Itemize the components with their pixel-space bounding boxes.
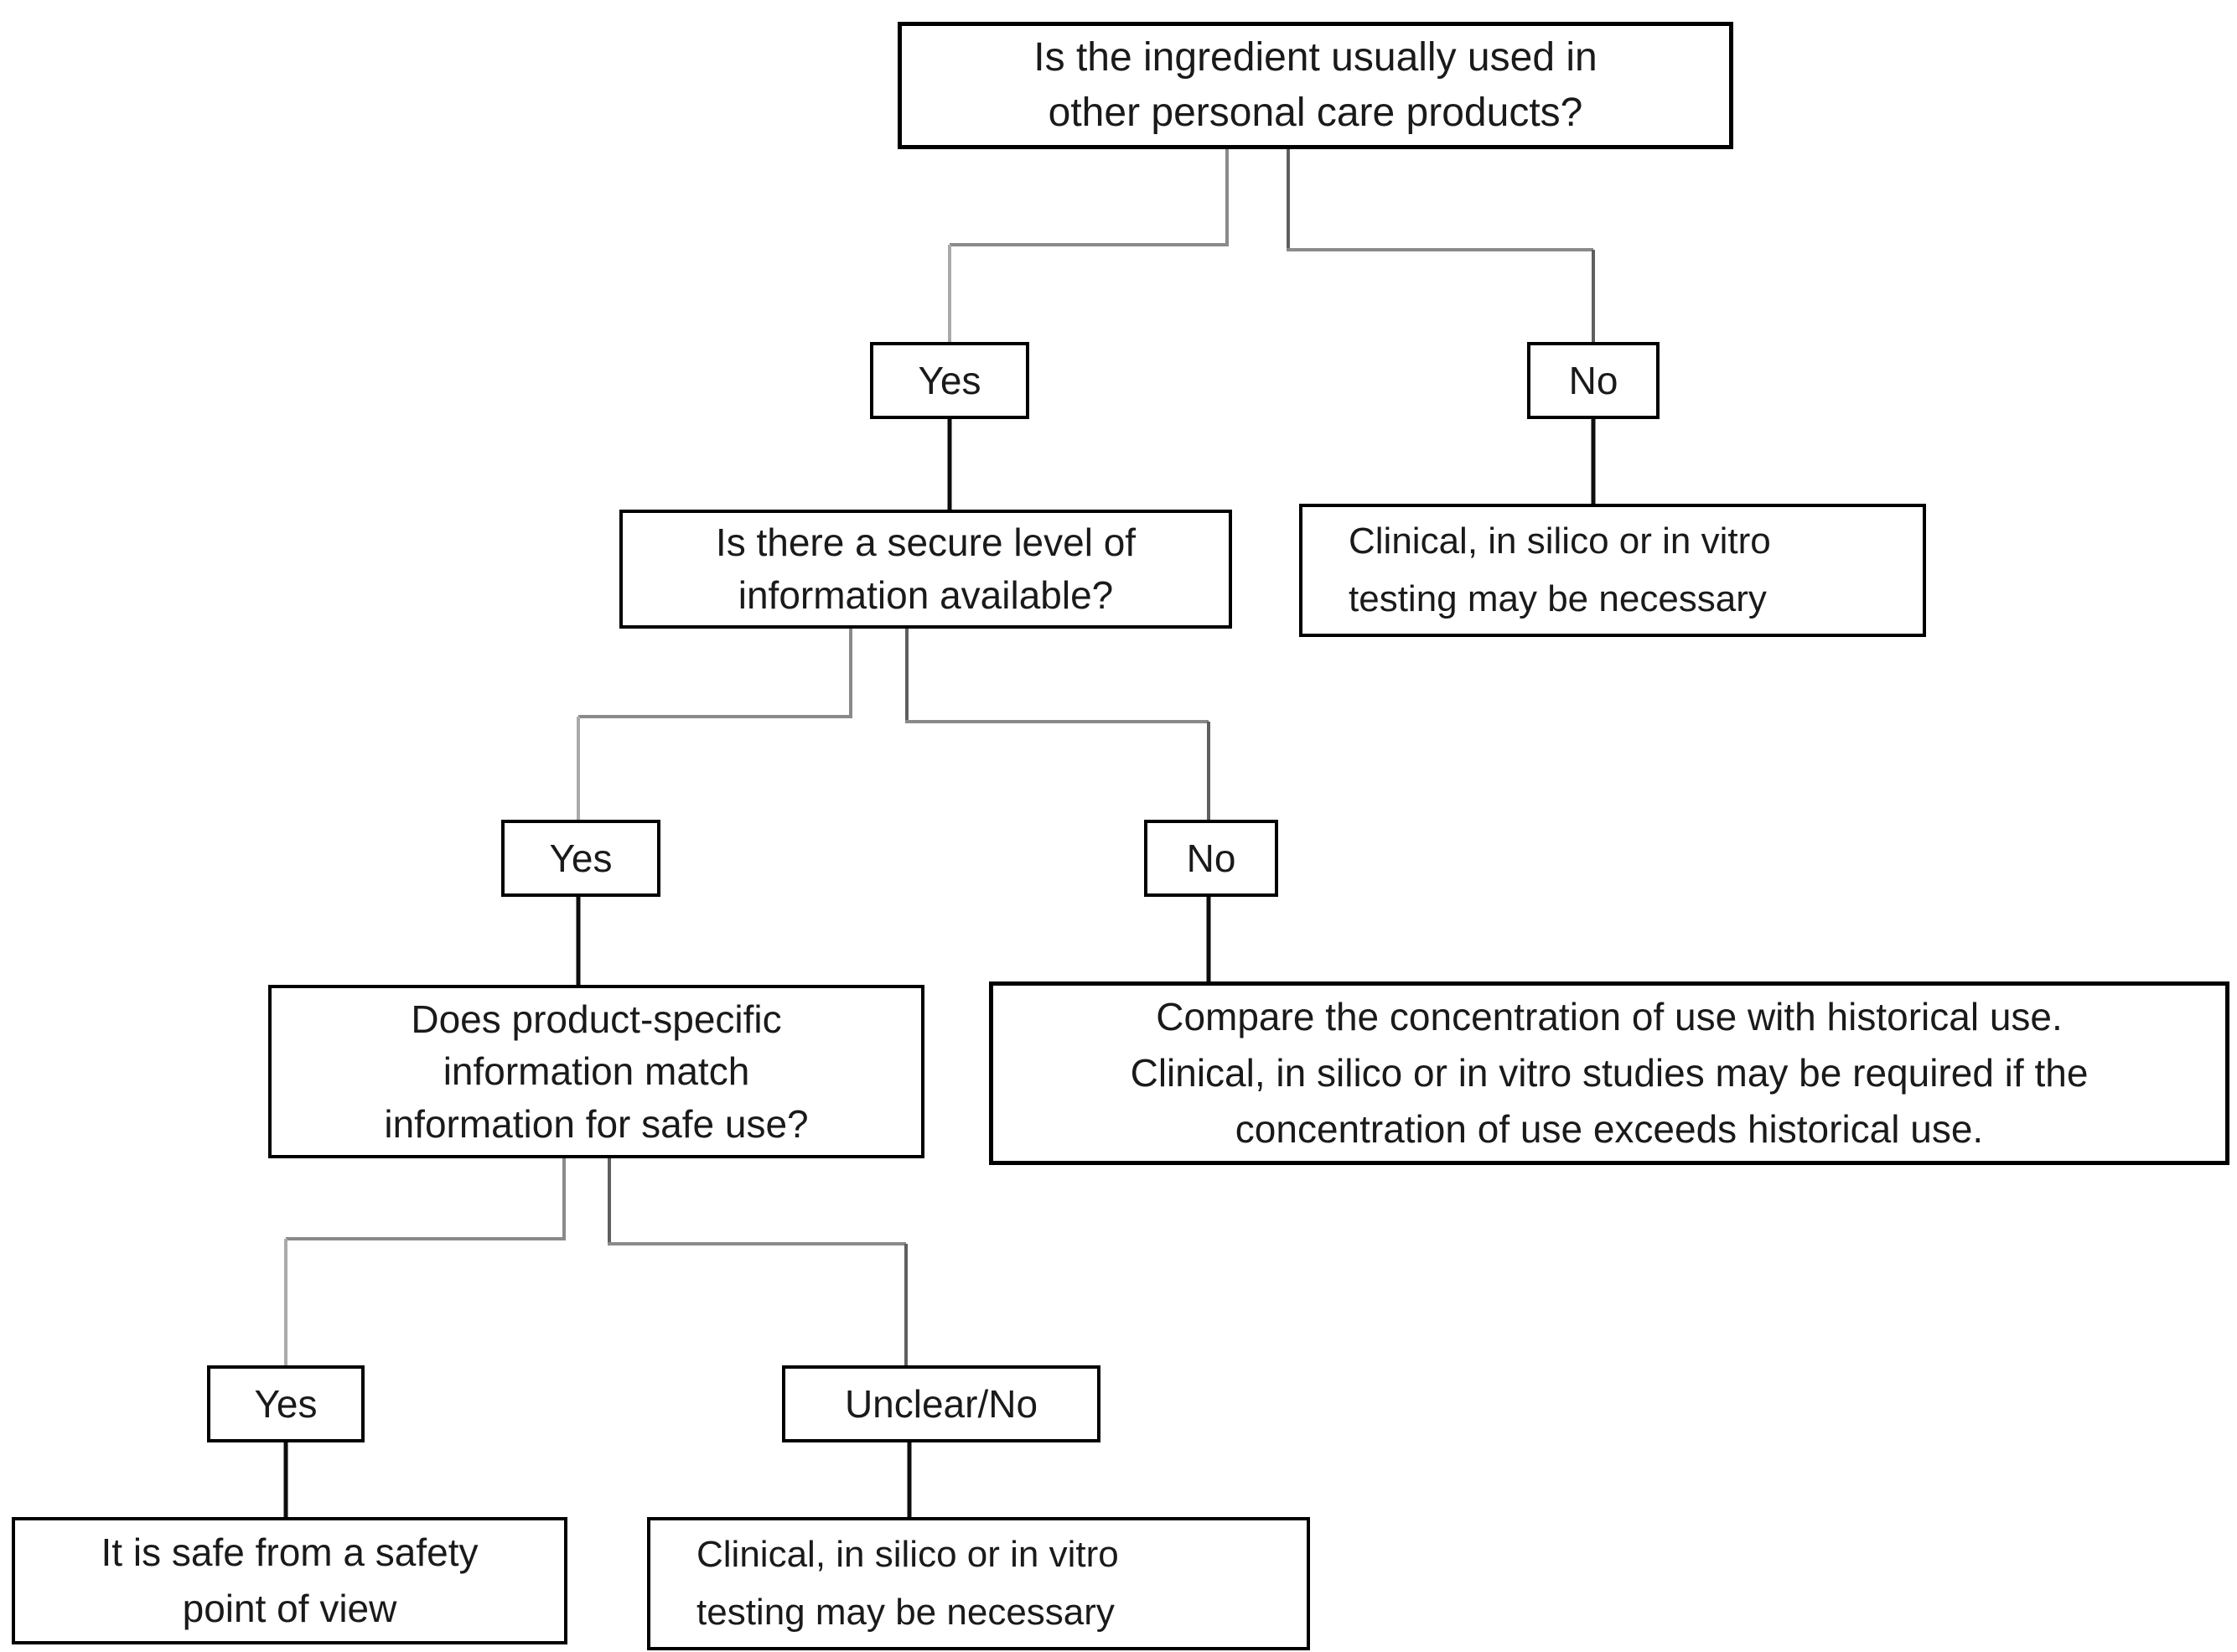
outcome-text-line: Clinical, in silico or in vitro <box>696 1534 1119 1576</box>
node-answer-unclear-no: Unclear/No <box>782 1365 1100 1442</box>
node-outcome-safe: It is safe from a safety point of view <box>12 1517 567 1644</box>
answer-label: No <box>1186 836 1236 880</box>
node-question-secure-information: Is there a secure level of information a… <box>619 510 1232 629</box>
answer-label: Yes <box>549 836 613 880</box>
answer-label: No <box>1568 359 1618 402</box>
node-outcome-testing-necessary-bottom: Clinical, in silico or in vitro testing … <box>647 1517 1310 1650</box>
answer-label: Yes <box>918 359 981 402</box>
node-outcome-compare-concentration: Compare the concentration of use with hi… <box>989 981 2229 1165</box>
node-question-information-match: Does product-specific information match … <box>268 985 924 1158</box>
question-text-line: other personal care products? <box>1048 91 1583 135</box>
answer-label: Yes <box>254 1382 318 1426</box>
question-text-line: Is there a secure level of <box>715 520 1137 564</box>
question-text-line: information match <box>443 1049 750 1094</box>
answer-label: Unclear/No <box>844 1382 1038 1426</box>
question-text-line: information for safe use? <box>384 1101 809 1146</box>
question-text-line: Does product-specific <box>411 997 782 1042</box>
question-text-line: information available? <box>738 573 1114 617</box>
node-answer-yes-3: Yes <box>207 1365 365 1442</box>
node-answer-yes-2: Yes <box>501 820 660 897</box>
outcome-text-line: Compare the concentration of use with hi… <box>1156 995 2063 1039</box>
node-answer-yes-1: Yes <box>870 342 1029 419</box>
outcome-text-line: testing may be necessary <box>696 1591 1115 1633</box>
outcome-text-line: It is safe from a safety <box>101 1530 479 1575</box>
node-question-ingredient-usage: Is the ingredient usually used in other … <box>898 22 1733 149</box>
outcome-text-line: Clinical, in silico or in vitro studies … <box>1130 1051 2089 1095</box>
node-outcome-testing-necessary-top: Clinical, in silico or in vitro testing … <box>1299 504 1926 637</box>
outcome-text-line: testing may be necessary <box>1349 577 1767 619</box>
node-answer-no-2: No <box>1144 820 1278 897</box>
outcome-text-line: point of view <box>182 1587 397 1630</box>
outcome-text-line: concentration of use exceeds historical … <box>1235 1106 1984 1151</box>
question-text-line: Is the ingredient usually used in <box>1033 34 1597 80</box>
node-answer-no-1: No <box>1527 342 1660 419</box>
outcome-text-line: Clinical, in silico or in vitro <box>1349 520 1771 562</box>
